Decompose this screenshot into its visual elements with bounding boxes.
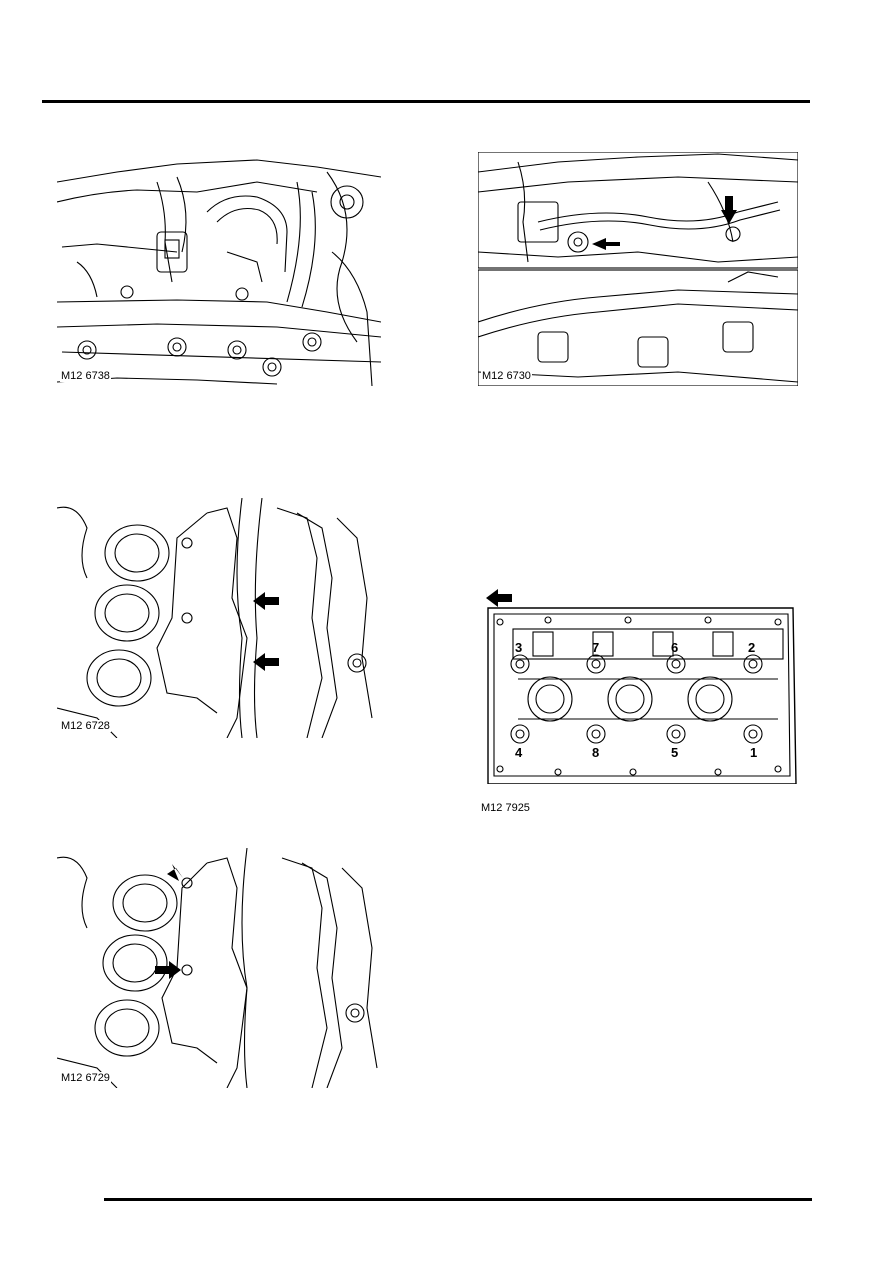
arrow-icon (155, 961, 181, 979)
figure-caption: M12 6730 (481, 370, 532, 382)
figure-caption: M12 7925 (480, 802, 531, 814)
figure-caption: M12 6729 (60, 1072, 111, 1084)
arrow-icon (592, 238, 620, 250)
bolt-number: 5 (671, 745, 678, 760)
bolt-number: 1 (750, 745, 757, 760)
bolt-number: 6 (671, 640, 678, 655)
bolt-number: 8 (592, 745, 599, 760)
arrow-icon (486, 589, 512, 607)
top-rule (42, 100, 810, 103)
bolt-number: 4 (515, 745, 523, 760)
bolt-number: 7 (592, 640, 599, 655)
figure-fuel-rail-connector: M12 6738 (57, 152, 381, 386)
bottom-rule (104, 1198, 812, 1201)
bolt-number: 2 (748, 640, 755, 655)
figure-caption: M12 6738 (60, 370, 111, 382)
arrow-icon (167, 864, 183, 881)
figure-caption: M12 6728 (60, 720, 111, 732)
bolt-number: 3 (515, 640, 522, 655)
arrow-icon (253, 653, 279, 671)
arrow-icon (253, 592, 279, 610)
figure-injector-harness: M12 6730 (478, 152, 798, 386)
figure-heat-shield-lower: M12 6729 (57, 848, 381, 1088)
figure-cylinder-head-bolt-sequence: 3 7 6 2 4 8 5 1 M12 7925 (478, 584, 808, 820)
figure-heat-shield-upper: M12 6728 (57, 498, 381, 738)
arrow-icon (721, 196, 737, 224)
